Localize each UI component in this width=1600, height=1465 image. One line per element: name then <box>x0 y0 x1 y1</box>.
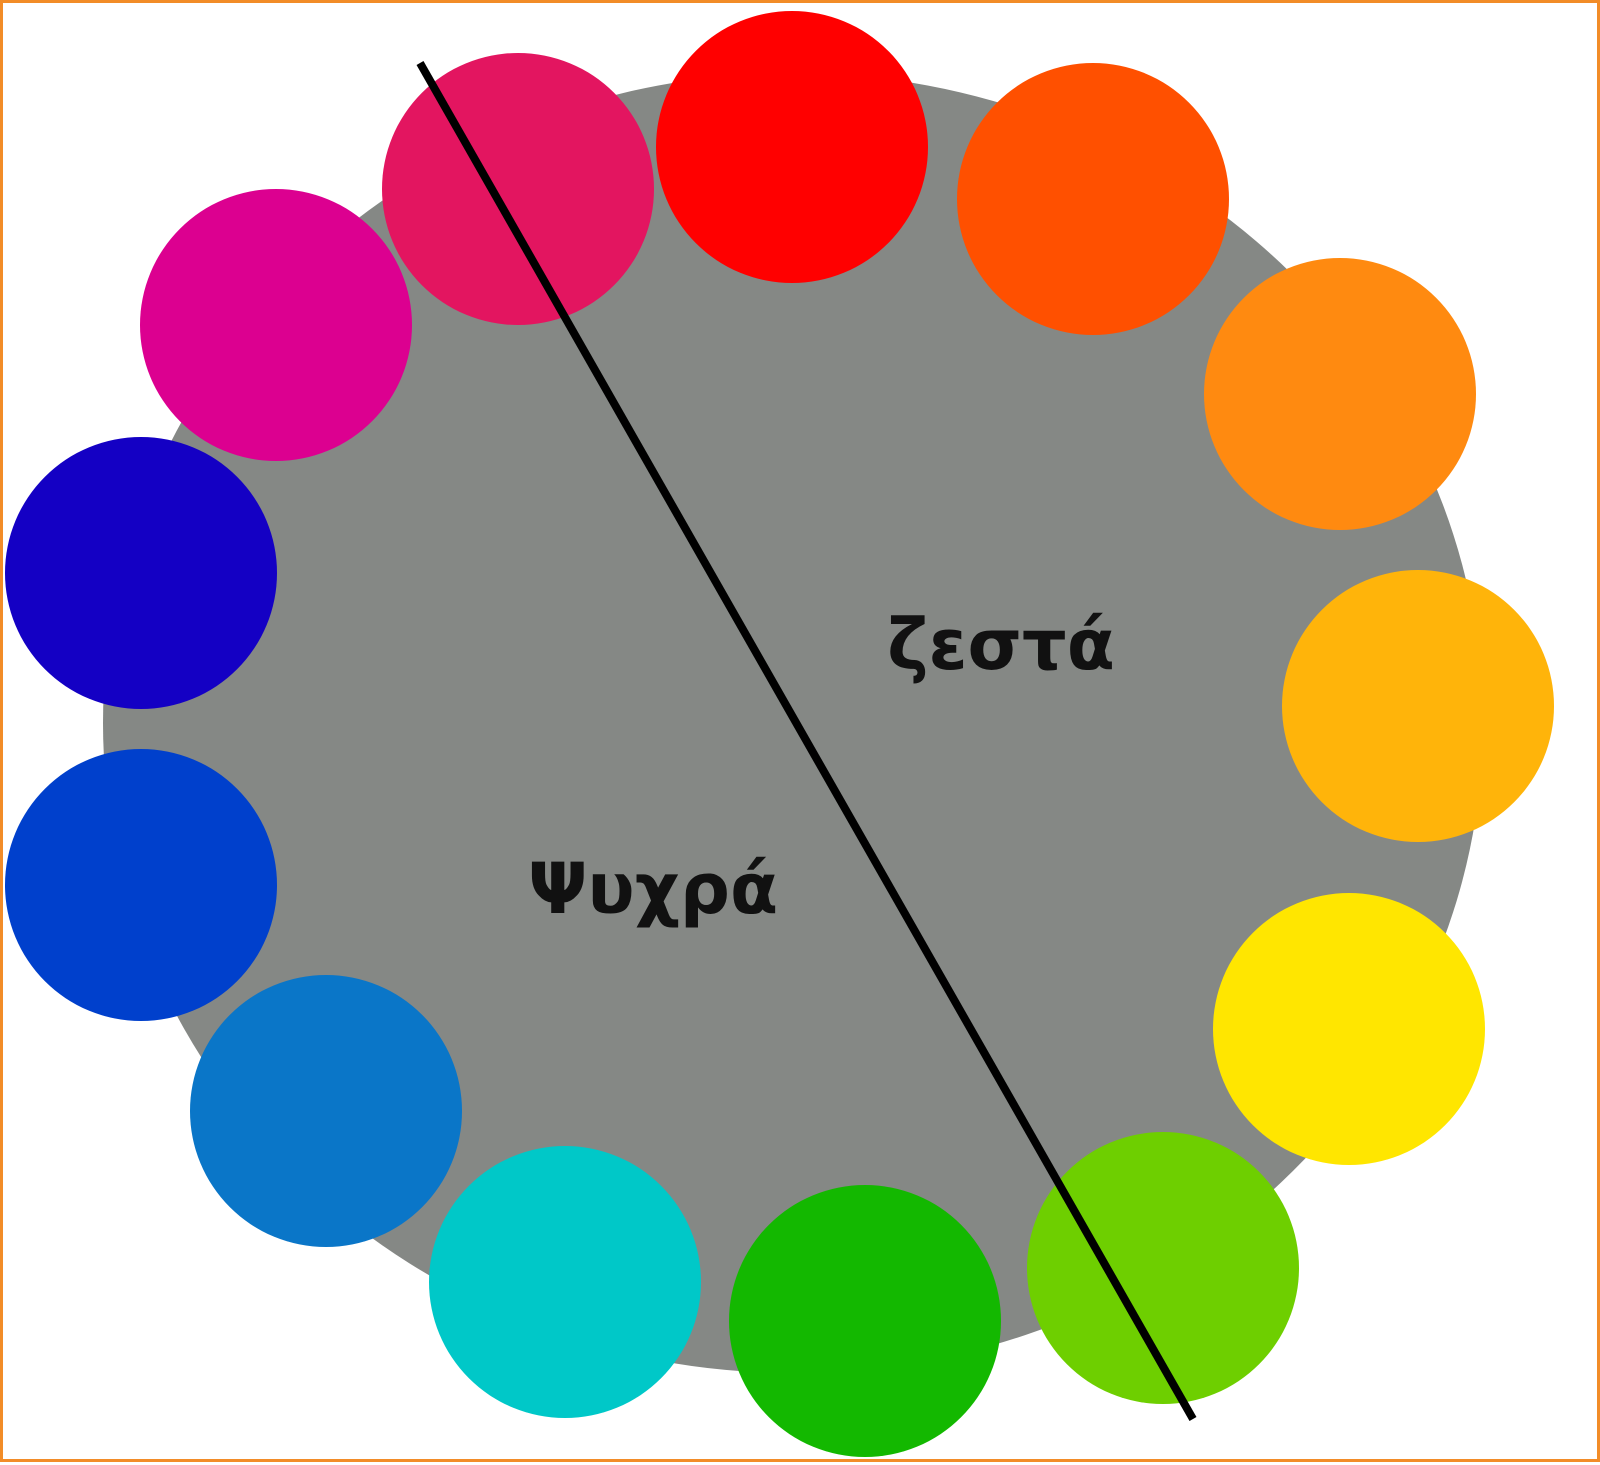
color-wheel: ζεστά Ψυχρά <box>5 11 1554 1457</box>
swatch-orange <box>1204 258 1476 530</box>
swatch-yellow-green <box>1027 1132 1299 1404</box>
swatch-yellow <box>1213 893 1485 1165</box>
swatch-cyan <box>429 1146 701 1418</box>
swatch-magenta <box>140 189 412 461</box>
swatch-green <box>729 1185 1001 1457</box>
swatch-crimson <box>382 53 654 325</box>
swatch-red <box>656 11 928 283</box>
swatch-red-orange <box>957 63 1229 335</box>
swatch-yellow-orange <box>1282 570 1554 842</box>
warm-cool-divider-line <box>416 61 1197 1421</box>
cool-label: Ψυχρά <box>528 848 778 930</box>
swatch-indigo <box>5 437 277 709</box>
swatch-blue <box>5 749 277 1021</box>
color-swatches <box>5 11 1554 1457</box>
swatch-sky-blue <box>190 975 462 1247</box>
warm-label: ζεστά <box>887 604 1115 686</box>
